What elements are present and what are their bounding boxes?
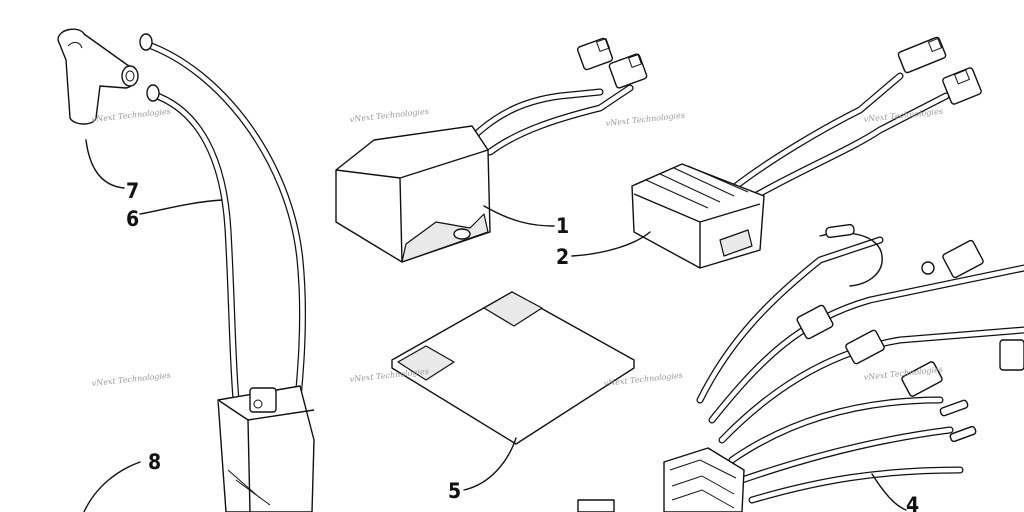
- leader-lines: [83, 139, 907, 512]
- callout-6: 6: [126, 207, 139, 231]
- cdi-unit[interactable]: [335, 37, 648, 263]
- manual-sheet[interactable]: [391, 291, 635, 445]
- callout-8: 8: [148, 450, 161, 474]
- callout-1: 1: [556, 214, 569, 238]
- ignition-coil[interactable]: [139, 33, 315, 512]
- spark-plug-cap[interactable]: [57, 28, 139, 125]
- callout-labels: 7 6 1 2 8 5 4: [126, 179, 919, 512]
- callout-4: 4: [906, 493, 919, 512]
- watermark-text: vNext Technologies: [349, 107, 429, 124]
- watermark-text: vNext Technologies: [91, 371, 171, 388]
- callout-5: 5: [448, 479, 461, 503]
- voltage-regulator[interactable]: [631, 36, 982, 269]
- watermark-text: vNext Technologies: [605, 111, 685, 128]
- callout-7: 7: [126, 179, 139, 203]
- callout-2: 2: [556, 245, 569, 269]
- watermark-text: vNext Technologies: [91, 107, 171, 124]
- wiring-harness[interactable]: [577, 223, 1024, 512]
